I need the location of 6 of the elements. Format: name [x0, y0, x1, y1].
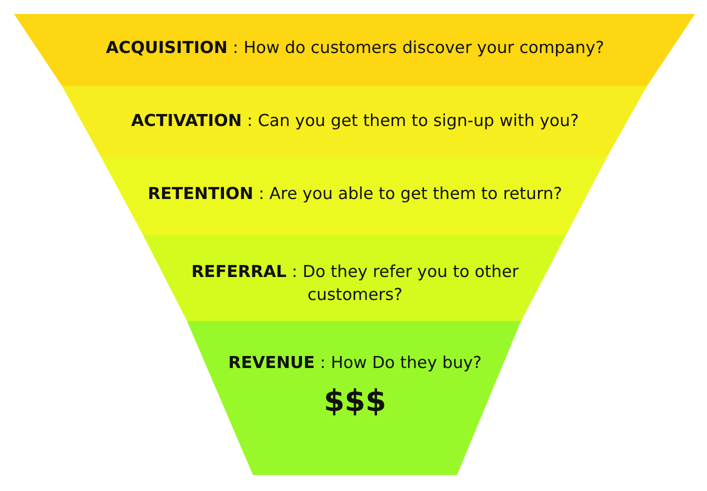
stage-question: RETENTION : Are you able to get them to return? — [146, 183, 564, 205]
stage-question: REVENUE : How Do they buy? — [227, 352, 483, 374]
stage-question: ACQUISITION : How do customers discover your company? — [104, 37, 606, 59]
stage-question: REFERRAL : Do they refer you to other customers? — [190, 261, 520, 306]
stage-question: ACTIVATION : Can you get them to sign-up with you? — [130, 110, 580, 132]
dollar-signs: $$$ — [322, 384, 388, 419]
